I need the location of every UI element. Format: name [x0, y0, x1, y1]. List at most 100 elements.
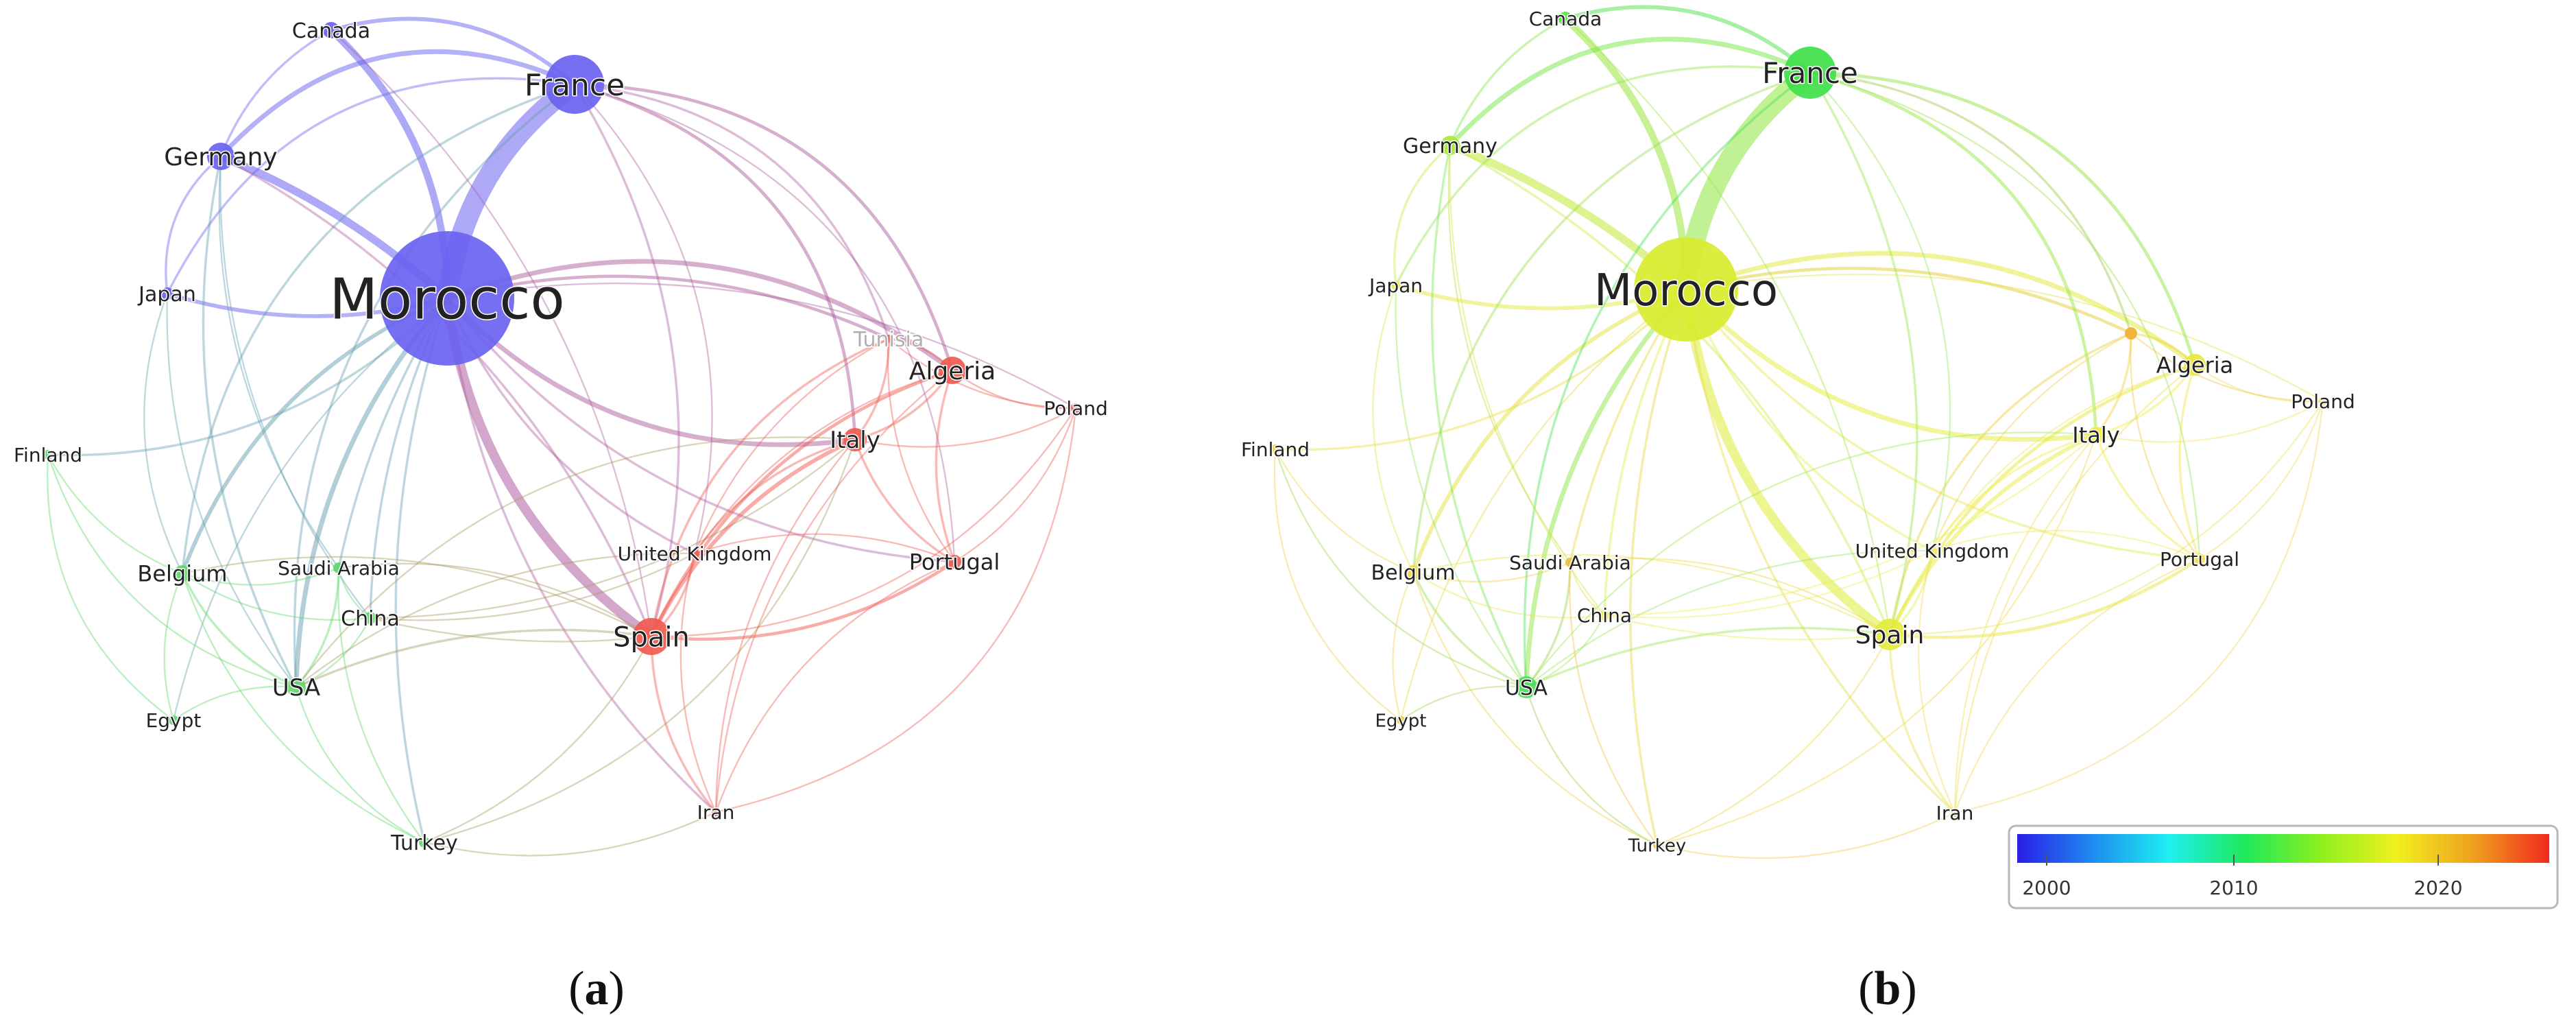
node-portugal[interactable] — [2194, 554, 2205, 564]
edge-turkey-iran — [424, 811, 717, 857]
edge-turkey-italy — [424, 439, 856, 844]
edge-uk-iran — [1918, 550, 1956, 813]
node-belgium[interactable] — [174, 565, 191, 582]
edge-finland-egypt — [1273, 449, 1401, 721]
node-algeria[interactable] — [939, 357, 966, 384]
node-label-saudi: Saudi Arabia — [1509, 551, 1631, 574]
node-italy[interactable] — [843, 428, 867, 451]
node-label-italy: Italy — [2072, 423, 2119, 449]
node-iran[interactable] — [1951, 809, 1959, 817]
node-france[interactable] — [545, 55, 604, 114]
edge-france-belgium — [1412, 71, 1811, 573]
node-egypt[interactable] — [169, 715, 178, 725]
edge-morocco-poland — [1685, 273, 2324, 402]
edge-france-usa — [293, 83, 576, 688]
node-china[interactable] — [364, 612, 376, 624]
node-label-canada: Canada — [1529, 8, 1602, 30]
node-poland[interactable] — [1071, 403, 1081, 413]
node-canada[interactable] — [323, 22, 339, 38]
edge-usa-turkey — [1525, 687, 1658, 846]
node-turkey[interactable] — [419, 837, 430, 848]
edge-germany-spain — [220, 155, 653, 637]
node-tunisia[interactable] — [884, 335, 893, 343]
node-label-france: France — [525, 68, 625, 103]
node-algeria[interactable] — [2184, 354, 2206, 376]
edge-morocco-algeria — [446, 259, 954, 372]
edge-usa-saudi — [295, 567, 340, 689]
node-iran[interactable] — [712, 808, 720, 816]
edge-algeria-uk — [1931, 364, 2195, 551]
node-japan[interactable] — [161, 287, 173, 300]
node-italy[interactable] — [2088, 427, 2104, 443]
node-morocco[interactable] — [1634, 237, 1738, 342]
node-usa[interactable] — [1515, 676, 1537, 698]
edge-japan-belgium — [1372, 285, 1415, 573]
edge-belgium-saudi — [1412, 561, 1571, 583]
node-label-turkey: Turkey — [1628, 835, 1687, 856]
node-tunisia[interactable] — [2125, 327, 2137, 340]
node-label-china: China — [1577, 604, 1632, 627]
node-morocco[interactable] — [380, 231, 514, 366]
node-portugal[interactable] — [948, 555, 961, 569]
edge-morocco-iran — [446, 298, 717, 813]
edge-portugal-iran — [714, 560, 955, 813]
edge-usa-spain — [1526, 626, 1890, 689]
node-turkey[interactable] — [1653, 841, 1661, 849]
edge-saudi-turkey — [337, 567, 425, 843]
edge-china-italy — [370, 439, 856, 619]
colorbar-gradient — [2017, 834, 2549, 863]
node-egypt[interactable] — [1397, 716, 1405, 724]
edge-usa-china — [296, 617, 372, 689]
node-saudi[interactable] — [1565, 558, 1575, 567]
edge-france-canada — [330, 16, 576, 86]
node-label-turkey: Turkey — [390, 831, 458, 855]
node-usa[interactable] — [287, 678, 306, 697]
edge-iran-poland — [1954, 401, 2324, 814]
node-uk[interactable] — [690, 549, 699, 558]
edge-finland-belgium — [1274, 449, 1414, 573]
edge-spain-portugal — [1889, 558, 2201, 639]
edge-italy-tunisia — [854, 338, 890, 441]
node-canada[interactable] — [1558, 12, 1572, 25]
node-spain[interactable] — [1874, 619, 1905, 650]
edge-spain-poland — [1889, 401, 2324, 636]
edge-morocco-belgium — [1411, 287, 1687, 573]
edge-usa-uk — [296, 552, 695, 688]
edge-canada-germany — [1449, 17, 1566, 146]
node-germany[interactable] — [207, 143, 234, 170]
node-uk[interactable] — [1927, 546, 1937, 556]
node-poland[interactable] — [2319, 397, 2327, 405]
node-label-usa: USA — [1505, 676, 1548, 700]
edge-france-tunisia — [1809, 71, 2132, 334]
edge-france-japan — [1395, 65, 1811, 286]
edge-belgium-china — [1412, 571, 1605, 619]
edge-germany-china — [219, 156, 371, 619]
colorbar-tick-label: 2020 — [2414, 877, 2462, 899]
edge-japan-usa — [1395, 285, 1527, 688]
edge-germany-saudi — [218, 156, 339, 569]
node-label-italy: Italy — [830, 427, 880, 454]
edge-italy-poland — [2095, 400, 2324, 443]
edge-italy-algeria — [854, 370, 954, 441]
node-finland[interactable] — [1271, 444, 1280, 454]
node-spain[interactable] — [633, 618, 670, 655]
node-saudi[interactable] — [333, 562, 344, 573]
edge-belgium-usa — [1412, 571, 1527, 689]
node-china[interactable] — [1600, 610, 1609, 620]
node-finland[interactable] — [43, 450, 53, 460]
edge-tunisia-portugal — [887, 338, 955, 562]
node-france[interactable] — [1784, 47, 1836, 99]
edge-italy-poland — [854, 407, 1076, 448]
edge-spain-algeria — [1888, 363, 2195, 635]
edge-spain-portugal — [651, 560, 956, 641]
node-belgium[interactable] — [1406, 565, 1420, 579]
node-germany[interactable] — [1441, 136, 1460, 155]
edge-algeria-poland — [952, 370, 1076, 409]
edge-china-italy — [1604, 434, 2097, 617]
edge-france-germany — [1448, 36, 1811, 147]
node-label-algeria: Algeria — [2156, 353, 2233, 379]
node-japan[interactable] — [1391, 281, 1401, 290]
